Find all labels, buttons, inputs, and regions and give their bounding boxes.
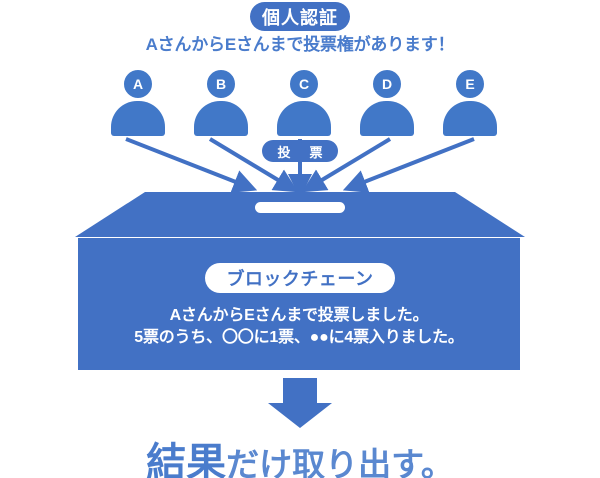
person-label-b: B xyxy=(215,76,227,92)
subtitle-text: AさんからEさんまで投票権があります！ xyxy=(145,35,455,54)
person-body-e xyxy=(443,101,497,136)
person-label-e: E xyxy=(465,76,475,92)
person-body-a xyxy=(111,101,165,136)
person-body-c xyxy=(277,101,331,136)
person-body-b xyxy=(194,101,248,136)
voters-row: A B C D E xyxy=(0,68,600,136)
person-head-c: C xyxy=(288,68,320,100)
person-head-e: E xyxy=(454,68,486,100)
person-label-d: D xyxy=(381,76,393,92)
person-icon-e: E xyxy=(433,68,507,136)
arrow-down-icon xyxy=(268,378,332,428)
person-label-a: A xyxy=(132,76,144,92)
result-headline-rest: だけ取り出す。 xyxy=(226,446,454,478)
ballot-box-line-1: AさんからEさんまで投票しました。 xyxy=(169,307,429,324)
identity-verification-badge: 個人認証 xyxy=(250,2,350,31)
person-icon-a: A xyxy=(101,68,175,136)
person-head-b: B xyxy=(205,68,237,100)
person-icon-d: D xyxy=(350,68,424,136)
result-headline-strong: 結果 xyxy=(146,441,227,478)
person-icon-c: C xyxy=(267,68,341,136)
result-headline: 結果だけ取り出す。 xyxy=(0,430,600,478)
blockchain-badge-label: ブロックチェーン xyxy=(226,269,374,289)
vote-badge: 投 票 xyxy=(262,140,338,162)
blockchain-badge: ブロックチェーン xyxy=(205,263,395,293)
person-body-d xyxy=(360,101,414,136)
person-label-c: C xyxy=(298,76,310,92)
person-head-a: A xyxy=(122,68,154,100)
ballot-slot-icon xyxy=(255,202,345,213)
identity-verification-badge-label: 個人認証 xyxy=(262,7,338,28)
person-head-d: D xyxy=(371,68,403,100)
vote-badge-label: 投 票 xyxy=(277,144,326,160)
ballot-box-lid xyxy=(75,192,525,237)
ballot-box-body xyxy=(78,238,520,370)
ballot-box-line-2: 5票のうち、〇〇に1票、●●に4票入りました。 xyxy=(134,329,464,346)
person-icon-b: B xyxy=(184,68,258,136)
